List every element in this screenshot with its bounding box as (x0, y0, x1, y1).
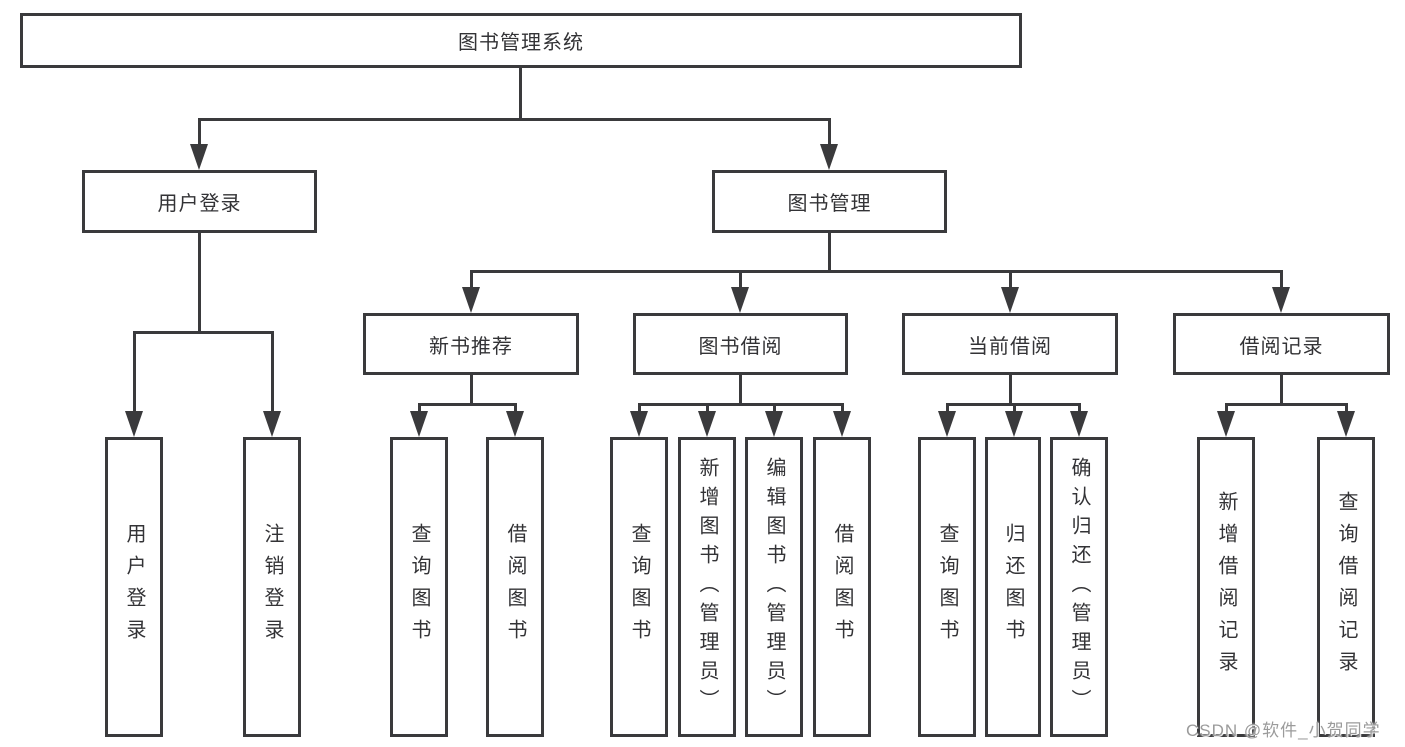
arrowhead-user-login (190, 144, 208, 170)
node-user-login: 用户登录 (82, 170, 317, 233)
connector-shaft-current-borrow (1009, 270, 1012, 289)
csdn-watermark: CSDN @软件_小贺同学 (1186, 721, 1381, 740)
arrowhead-current-borrow (1001, 287, 1019, 313)
arrowhead-leaf (125, 411, 143, 437)
connector-current-borrow-stub (1009, 375, 1012, 406)
leaf-label: 查询图书 (408, 523, 430, 651)
node-new-book-recommend: 新书推荐 (363, 313, 579, 375)
connector-shaft-new-books (470, 270, 473, 289)
leaf-query-books: 查询图书 (610, 437, 668, 737)
arrowhead-leaf (1005, 411, 1023, 437)
leaf-return-books: 归还图书 (985, 437, 1041, 737)
connector-book-borrow-rail (638, 403, 843, 406)
arrowhead-leaf (1217, 411, 1235, 437)
arrowhead-borrow-records (1272, 287, 1290, 313)
connector-book-management-stub (828, 233, 831, 273)
leaf-edit-books-admin: 编辑图书（管理员） (745, 437, 803, 737)
connector-shaft-leaf (1013, 403, 1016, 413)
leaf-borrow-books: 借阅图书 (813, 437, 871, 737)
connector-level3-rail (470, 270, 1282, 273)
leaf-label: 编辑图书（管理员） (763, 456, 785, 718)
connector-borrow-records-stub (1280, 375, 1283, 406)
arrowhead-leaf (1070, 411, 1088, 437)
connector-new-books-stub (470, 375, 473, 406)
leaf-confirm-return-admin: 确认归还（管理员） (1050, 437, 1108, 737)
leaf-label: 查询图书 (936, 523, 958, 651)
leaf-query-books: 查询图书 (390, 437, 448, 737)
node-label: 当前借阅 (968, 335, 1052, 358)
node-book-borrow: 图书借阅 (633, 313, 848, 375)
arrowhead-book-management (820, 144, 838, 170)
leaf-borrow-books: 借阅图书 (486, 437, 544, 737)
leaf-add-books-admin: 新增图书（管理员） (678, 437, 736, 737)
connector-shaft-leaf (773, 403, 776, 413)
leaf-label: 新增图书（管理员） (696, 456, 718, 718)
connector-user-login-rail (133, 331, 274, 334)
arrowhead-leaf (1337, 411, 1355, 437)
node-label: 图书管理系统 (458, 32, 584, 54)
arrowhead-book-borrow (731, 287, 749, 313)
arrowhead-leaf (833, 411, 851, 437)
connector-shaft-leaf (841, 403, 844, 413)
leaf-label: 新增借阅记录 (1215, 491, 1237, 683)
connector-shaft-leaf (418, 403, 421, 413)
arrowhead-leaf (938, 411, 956, 437)
connector-shaft-leaf (1078, 403, 1081, 413)
connector-borrow-records-rail (1225, 403, 1347, 406)
node-label: 图书借阅 (698, 335, 783, 358)
connector-shaft-user-login (198, 118, 201, 146)
arrowhead-leaf (506, 411, 524, 437)
connector-shaft-leaf (271, 331, 274, 413)
connector-shaft-leaf (1225, 403, 1228, 413)
leaf-label: 用户登录 (123, 523, 145, 651)
arrowhead-new-books (462, 287, 480, 313)
leaf-label: 借阅图书 (831, 523, 853, 651)
connector-shaft-leaf (133, 331, 136, 413)
leaf-label: 借阅图书 (504, 523, 526, 651)
node-label: 用户登录 (157, 193, 242, 215)
leaf-logout: 注销登录 (243, 437, 301, 737)
connector-shaft-leaf (706, 403, 709, 413)
connector-shaft-leaf (638, 403, 641, 413)
leaf-label: 注销登录 (261, 523, 283, 651)
node-borrow-records: 借阅记录 (1173, 313, 1390, 375)
connector-new-books-rail (418, 403, 517, 406)
connector-shaft-book-borrow (739, 270, 742, 289)
connector-user-login-stub (198, 233, 201, 334)
node-book-management: 图书管理 (712, 170, 947, 233)
leaf-add-borrow-record: 新增借阅记录 (1197, 437, 1255, 737)
leaf-user-login: 用户登录 (105, 437, 163, 737)
leaf-label: 归还图书 (1002, 523, 1024, 651)
leaf-label: 查询借阅记录 (1335, 491, 1357, 683)
leaf-query-books: 查询图书 (918, 437, 976, 737)
arrowhead-leaf (765, 411, 783, 437)
node-current-borrow: 当前借阅 (902, 313, 1118, 375)
connector-shaft-leaf (946, 403, 949, 413)
connector-shaft-leaf (514, 403, 517, 413)
node-library-management-system: 图书管理系统 (20, 13, 1022, 68)
arrowhead-leaf (410, 411, 428, 437)
connector-shaft-book-management (828, 118, 831, 146)
arrowhead-leaf (698, 411, 716, 437)
node-label: 新书推荐 (429, 335, 513, 358)
connector-shaft-leaf (1345, 403, 1348, 413)
connector-root-trunk (519, 68, 522, 121)
leaf-label: 查询图书 (628, 523, 650, 651)
connector-book-borrow-stub (739, 375, 742, 406)
node-label: 借阅记录 (1239, 335, 1324, 358)
arrowhead-leaf (263, 411, 281, 437)
arrowhead-leaf (630, 411, 648, 437)
leaf-label: 确认归还（管理员） (1068, 456, 1090, 718)
connector-shaft-borrow-records (1280, 270, 1283, 289)
node-label: 图书管理 (787, 193, 872, 215)
connector-level2-rail (198, 118, 831, 121)
leaf-query-borrow-record: 查询借阅记录 (1317, 437, 1375, 737)
